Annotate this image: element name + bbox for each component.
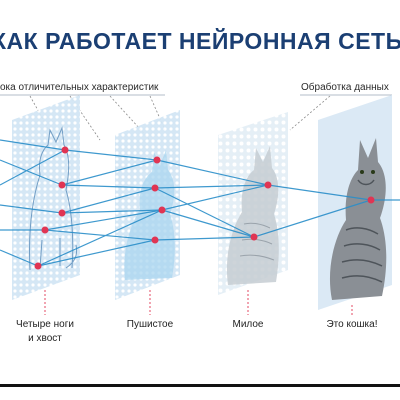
node [367, 196, 375, 204]
page-title: КАК РАБОТАЕТ НЕЙРОННАЯ СЕТЬ [0, 28, 400, 55]
cat-stripes-3 [239, 222, 275, 261]
node [264, 181, 272, 189]
node [158, 206, 166, 214]
node [61, 146, 69, 154]
bottom-rule [0, 384, 400, 387]
caption-layer-1-line2: и хвост [28, 332, 62, 344]
caption-layer-3: Милое [232, 319, 264, 330]
connections [0, 139, 400, 267]
cat-sketch-3 [226, 146, 279, 285]
title-text: КАК РАБОТАЕТ НЕЙРОННАЯ СЕТЬ [0, 28, 400, 54]
label-features: ока отличительных характеристик [0, 82, 159, 93]
cat-eye-left [360, 170, 364, 174]
node [250, 233, 258, 241]
node [58, 181, 66, 189]
caption-layer-1-line1: Четыре ноги [16, 319, 74, 330]
caption-layer-4: Это кошка! [326, 319, 378, 330]
node [41, 226, 49, 234]
caption-layer-2: Пушистое [126, 319, 174, 330]
node [34, 262, 42, 270]
caption-layer-1: Четыре ноги и хвост [0, 318, 90, 345]
node [153, 156, 161, 164]
nodes [34, 146, 375, 270]
node [151, 184, 159, 192]
label-processing: Обработка данных [301, 82, 389, 93]
node [58, 209, 66, 217]
cat-photo-4 [329, 138, 387, 300]
caption-pointers [44, 290, 353, 315]
node [151, 236, 159, 244]
cat-photo-stripes [341, 179, 383, 283]
layer-panel-1 [12, 95, 80, 300]
cat-outline-1 [29, 126, 78, 271]
cat-eye-right [371, 170, 375, 174]
